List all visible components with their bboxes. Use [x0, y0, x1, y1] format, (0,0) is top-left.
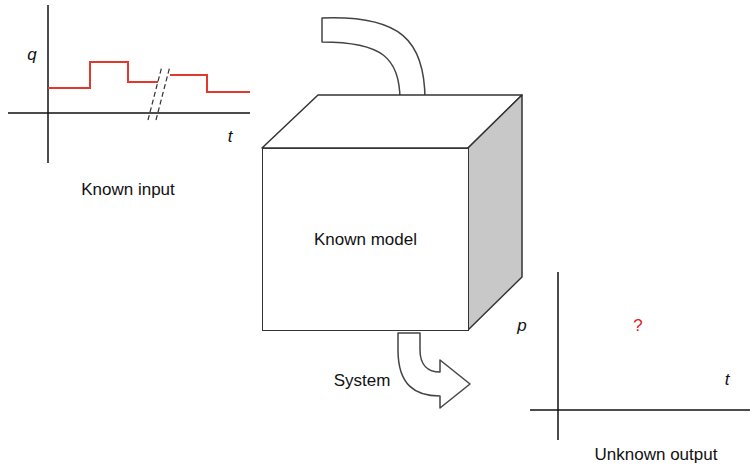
- axis-label: p: [517, 316, 526, 336]
- system-label: System: [334, 371, 391, 390]
- axis-label: q: [27, 45, 36, 65]
- axis-label: q: [27, 45, 36, 64]
- cube-side-face: [468, 95, 522, 330]
- input-signal: [48, 62, 250, 92]
- unknown-mark: ?: [633, 316, 642, 336]
- y-axis: [557, 272, 559, 440]
- model-box: Known model: [262, 148, 469, 331]
- box-label: Known model: [314, 230, 417, 250]
- x-axis: [530, 409, 750, 411]
- axis-label: t: [228, 127, 233, 146]
- y-axis: [47, 5, 49, 163]
- axis-label: t: [725, 370, 730, 389]
- break-mark: [156, 66, 170, 120]
- break-mark: [148, 66, 162, 120]
- axis-label: t: [725, 370, 730, 390]
- system-label: System: [334, 371, 391, 391]
- plot-caption: Known input: [81, 180, 175, 200]
- axis-label: p: [517, 316, 526, 335]
- output-arrow: [398, 333, 470, 408]
- plot-caption: Known input: [81, 180, 175, 199]
- axis-label: t: [228, 127, 233, 147]
- x-axis: [8, 112, 250, 114]
- plot-caption: Unknown output: [595, 445, 718, 465]
- plot-caption: Unknown output: [595, 445, 718, 464]
- unknown-mark: ?: [633, 316, 642, 335]
